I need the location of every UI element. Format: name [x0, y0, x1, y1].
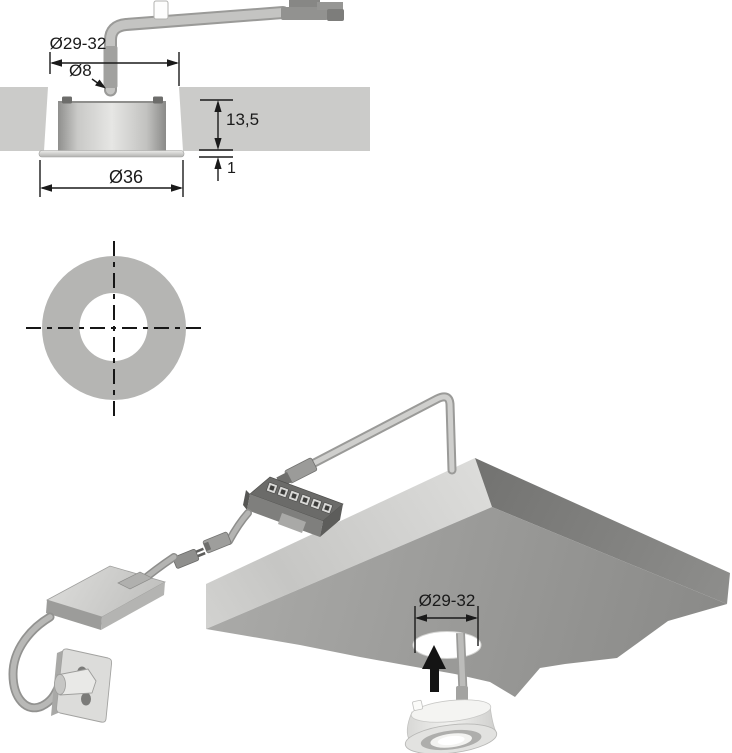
label-cutout-diameter: Ø29-32	[49, 34, 107, 53]
mains-plug	[54, 668, 97, 696]
port-slot	[280, 489, 286, 495]
luminaire-top-rim	[58, 101, 166, 105]
driver-front-right	[101, 582, 165, 630]
mains-cord	[10, 614, 61, 711]
driver-front-left	[46, 600, 102, 630]
label-cable-hole-diameter: Ø8	[69, 61, 92, 80]
distributor-ports	[265, 481, 334, 515]
port-slot	[313, 501, 319, 507]
centerlines	[26, 241, 202, 417]
plug-collar	[54, 674, 66, 695]
lens-center	[437, 735, 465, 746]
label-flange-height: 1	[227, 160, 236, 177]
dim-arrow-right	[167, 59, 179, 67]
luminaire-flange	[38, 150, 185, 158]
dim-arrow-down	[214, 138, 222, 150]
connector-pin	[197, 551, 206, 558]
cable-sleeve	[103, 46, 118, 88]
dim-arrow-left2	[40, 184, 52, 192]
front-view	[26, 241, 202, 417]
connector-pin	[195, 547, 204, 554]
distributor-end-left	[243, 490, 250, 510]
connector-male	[172, 548, 200, 569]
slab-top-edge-face	[206, 458, 492, 629]
dim-arrow-left3	[415, 614, 427, 622]
label-recess-depth: 13,5	[226, 110, 260, 129]
distributor-label-patch	[278, 513, 306, 533]
driver-outlet-recess	[117, 571, 153, 590]
cutout-hole	[412, 631, 482, 659]
port-slot	[324, 505, 330, 511]
leader-arrow	[95, 79, 106, 89]
mini-plug-connector	[281, 0, 344, 21]
port-slot	[269, 485, 275, 491]
connector-pair	[172, 531, 232, 569]
connector-socket-face	[203, 541, 212, 552]
feed-cable	[294, 394, 455, 475]
luminaire-face-rings	[404, 723, 498, 753]
slab-bottom-face	[206, 507, 727, 697]
distributor-end-right	[320, 504, 343, 537]
driver-box	[45, 565, 167, 630]
slab-side-face	[475, 458, 730, 604]
section-view	[0, 0, 370, 197]
dim-arrow-up	[214, 100, 222, 112]
dim-outer-diameter	[39, 160, 184, 197]
dim-arrow-right2	[171, 184, 183, 192]
port-slot	[291, 493, 297, 499]
dim-arrow-right3	[466, 614, 478, 622]
lamp-cable	[106, 8, 288, 95]
iso-view	[8, 392, 730, 753]
luminaire-connector-nub	[412, 699, 424, 711]
dim-arrow-up-small	[214, 157, 222, 169]
dim-depth	[199, 99, 233, 181]
distributor-block	[243, 476, 344, 537]
socket-hole-bottom	[81, 692, 91, 706]
luminaire-top-face	[410, 699, 492, 723]
luminaire-3d	[404, 699, 498, 753]
label-outer-diameter: Ø36	[108, 167, 144, 187]
insert-arrow-icon	[422, 645, 446, 692]
label-iso-cutout-diameter: Ø29-32	[418, 591, 476, 610]
spring-clip-right	[153, 96, 163, 104]
link-cable1	[226, 510, 251, 544]
dim-arrow-left	[50, 59, 62, 67]
spring-clip-left	[62, 96, 72, 104]
luminaire-body	[58, 103, 166, 151]
port-slot	[302, 497, 308, 503]
cable-clip	[153, 0, 169, 20]
